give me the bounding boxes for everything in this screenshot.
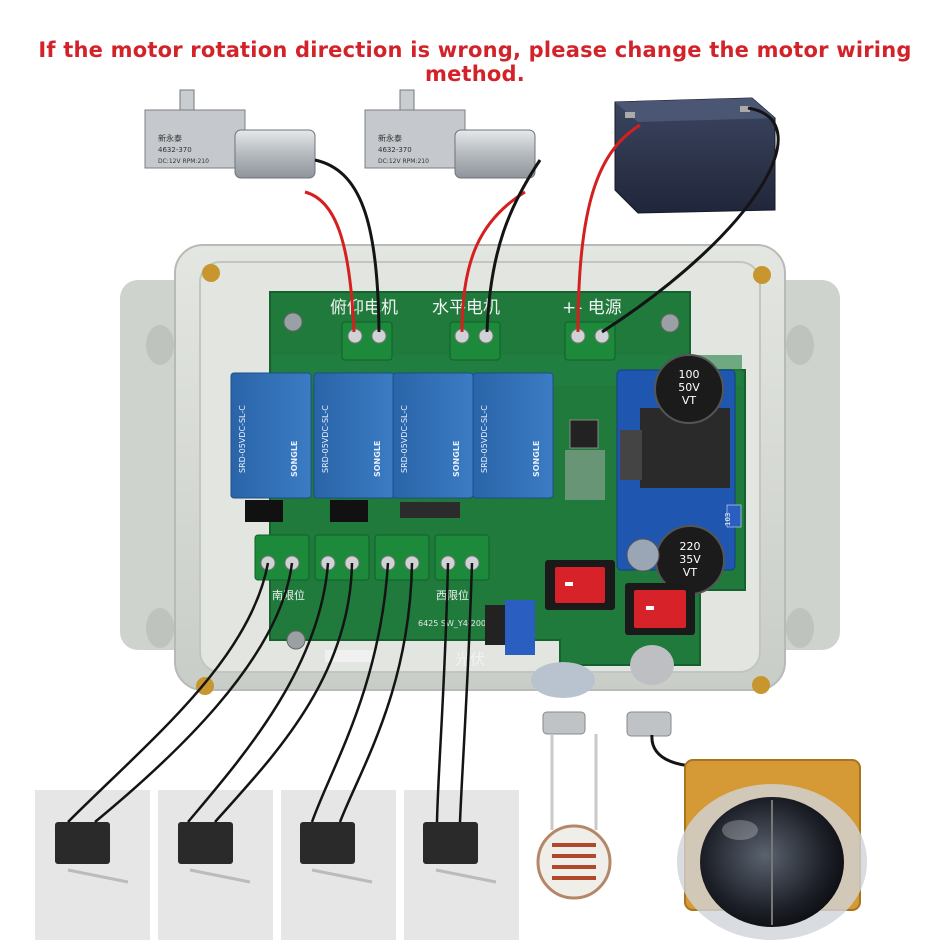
motor-model: 4632-370 [378, 146, 412, 154]
cap-voltage: 50V [678, 381, 700, 394]
brass-insert [752, 676, 770, 694]
motor-brand: 新永泰 [158, 133, 182, 143]
terminal-block-limit-1 [254, 534, 310, 581]
relay-1: SRD-05VDC-SL-C SONGLE [230, 372, 312, 499]
battery-icon [614, 97, 776, 214]
relay-4: SRD-05VDC-SL-C SONGLE [472, 372, 554, 499]
capacitor-100uf: 100 50V VT [654, 354, 724, 424]
ic-chip [400, 502, 460, 518]
relay-brand: SONGLE [532, 441, 541, 477]
capacitor-small [626, 538, 660, 572]
micro-switch-panel-2 [158, 790, 273, 940]
gear-motor-icon: 新永泰 4632-370 DC:12V RPM:210 [364, 89, 536, 179]
micro-switch-panel-1 [35, 790, 150, 940]
relay-3: SRD-05VDC-SL-C SONGLE [392, 372, 474, 499]
micro-switch-icon [178, 822, 233, 864]
relay-model: SRD-05VDC-SL-C [238, 405, 247, 473]
cap-series: VT [682, 394, 697, 407]
terminal-block-horizontal [449, 321, 501, 361]
relay-model: SRD-05VDC-SL-C [321, 405, 330, 473]
terminal-block-limit-4 [434, 534, 490, 581]
light-sensor-dome-icon [650, 734, 867, 940]
label-limit-other: 西限位 [436, 588, 469, 602]
gear-motor-icon: 新永泰 4632-370 DC:12V RPM:210 [144, 89, 316, 179]
instruction-banner: If the motor rotation direction is wrong… [38, 38, 912, 86]
rocker-switch-2 [625, 583, 695, 635]
cable-gland-1 [531, 662, 595, 735]
regulator-ic [620, 430, 642, 480]
label-horizontal-motor: 水平电机 [432, 298, 500, 318]
micro-switch-panel-3 [281, 790, 396, 940]
cap-value: 100 [679, 368, 700, 381]
label-pcb-code: 6425 SW_Y4-20007 [418, 619, 496, 628]
relay-brand: SONGLE [373, 441, 382, 477]
cap-voltage: 35V [679, 553, 701, 566]
capacitor-220uf: 220 35V VT [655, 525, 725, 595]
rocker-switch-1 [545, 560, 615, 610]
photoresistor-icon [536, 734, 612, 900]
relay-brand: SONGLE [290, 441, 299, 477]
brass-insert [202, 264, 220, 282]
motor-spec: DC:12V RPM:210 [158, 158, 209, 165]
screw-icon [283, 312, 303, 332]
pin-header [485, 605, 507, 645]
cap-value: 220 [680, 540, 701, 553]
label-power: +- 电源 [562, 298, 622, 318]
trimmer-code: 103 [724, 513, 732, 526]
pin-row [325, 650, 375, 662]
optocoupler [330, 500, 368, 522]
cap-series: VT [683, 566, 698, 579]
motor-model: 4632-370 [158, 146, 192, 154]
label-limit-south: 南限位 [272, 588, 305, 602]
push-button [569, 419, 599, 449]
micro-switch-icon [55, 822, 110, 864]
micro-switch-icon [423, 822, 478, 864]
terminal-block-limit-2 [314, 534, 370, 581]
label-photovoltaic: 光伏 [455, 650, 485, 668]
terminal-block-limit-3 [374, 534, 430, 581]
screw-icon [660, 313, 680, 333]
relay-model: SRD-05VDC-SL-C [400, 405, 409, 473]
small-module [505, 600, 535, 655]
limit-wires [67, 562, 474, 823]
upper-wires [304, 106, 780, 334]
relay-2: SRD-05VDC-SL-C SONGLE [313, 372, 395, 499]
crystal [565, 450, 605, 500]
screw-icon [286, 630, 306, 650]
micro-switch-icon [300, 822, 355, 864]
optocoupler [245, 500, 283, 522]
motor-spec: DC:12V RPM:210 [378, 158, 429, 165]
brass-insert [196, 677, 214, 695]
motor-brand: 新永泰 [378, 133, 402, 143]
brass-insert [753, 266, 771, 284]
label-pitch-motor: 俯仰电机 [330, 298, 398, 318]
relay-model: SRD-05VDC-SL-C [480, 405, 489, 473]
cable-gland-2 [626, 645, 674, 737]
terminal-block-pitch [341, 321, 393, 361]
relay-brand: SONGLE [452, 441, 461, 477]
